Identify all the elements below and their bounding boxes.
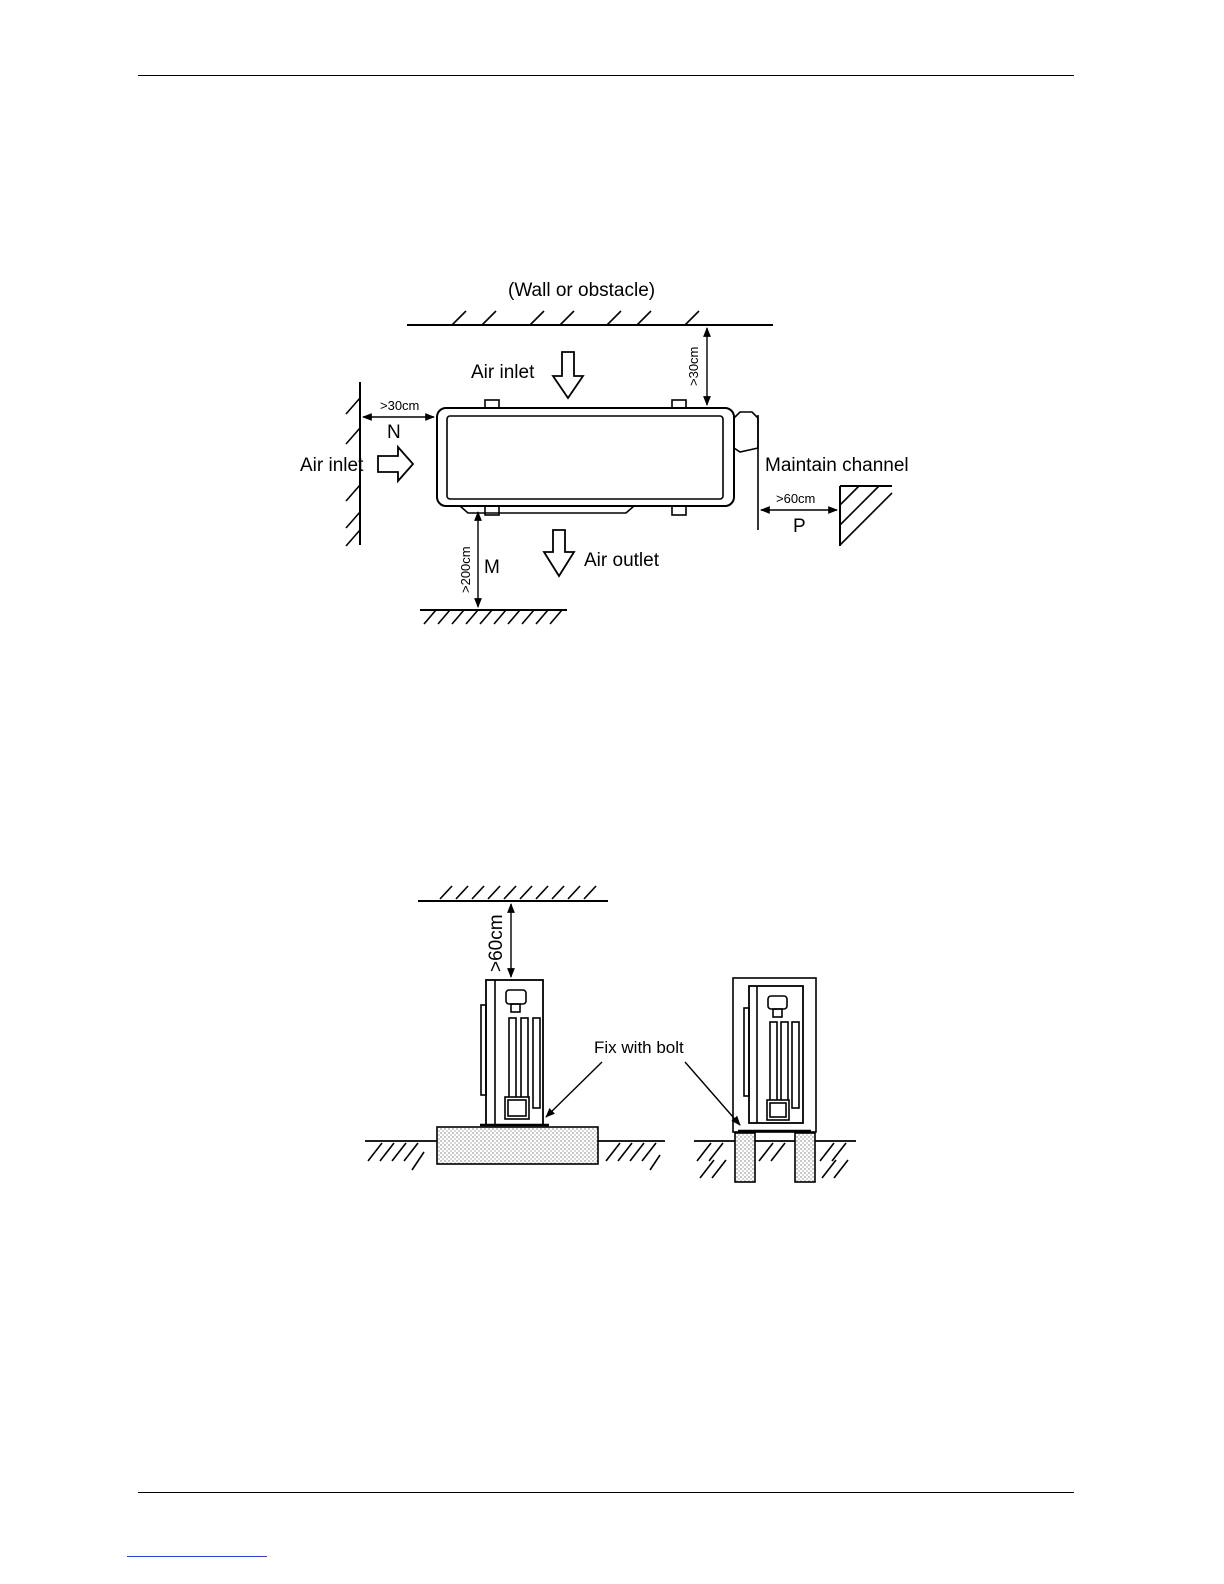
bolt-leader-left (546, 1062, 602, 1117)
ground-right (694, 1141, 856, 1178)
outdoor-unit-right (733, 978, 816, 1132)
bolt-leader-right (685, 1062, 740, 1125)
concrete-base-left (437, 1127, 598, 1164)
concrete-pillar-right (795, 1133, 815, 1182)
clearance-ceiling-label: >60cm (486, 914, 507, 972)
fix-with-bolt-label: Fix with bolt (594, 1038, 684, 1057)
outdoor-unit-left (480, 980, 549, 1125)
concrete-pillar-left (735, 1133, 755, 1182)
ceiling-hatch (440, 886, 596, 899)
